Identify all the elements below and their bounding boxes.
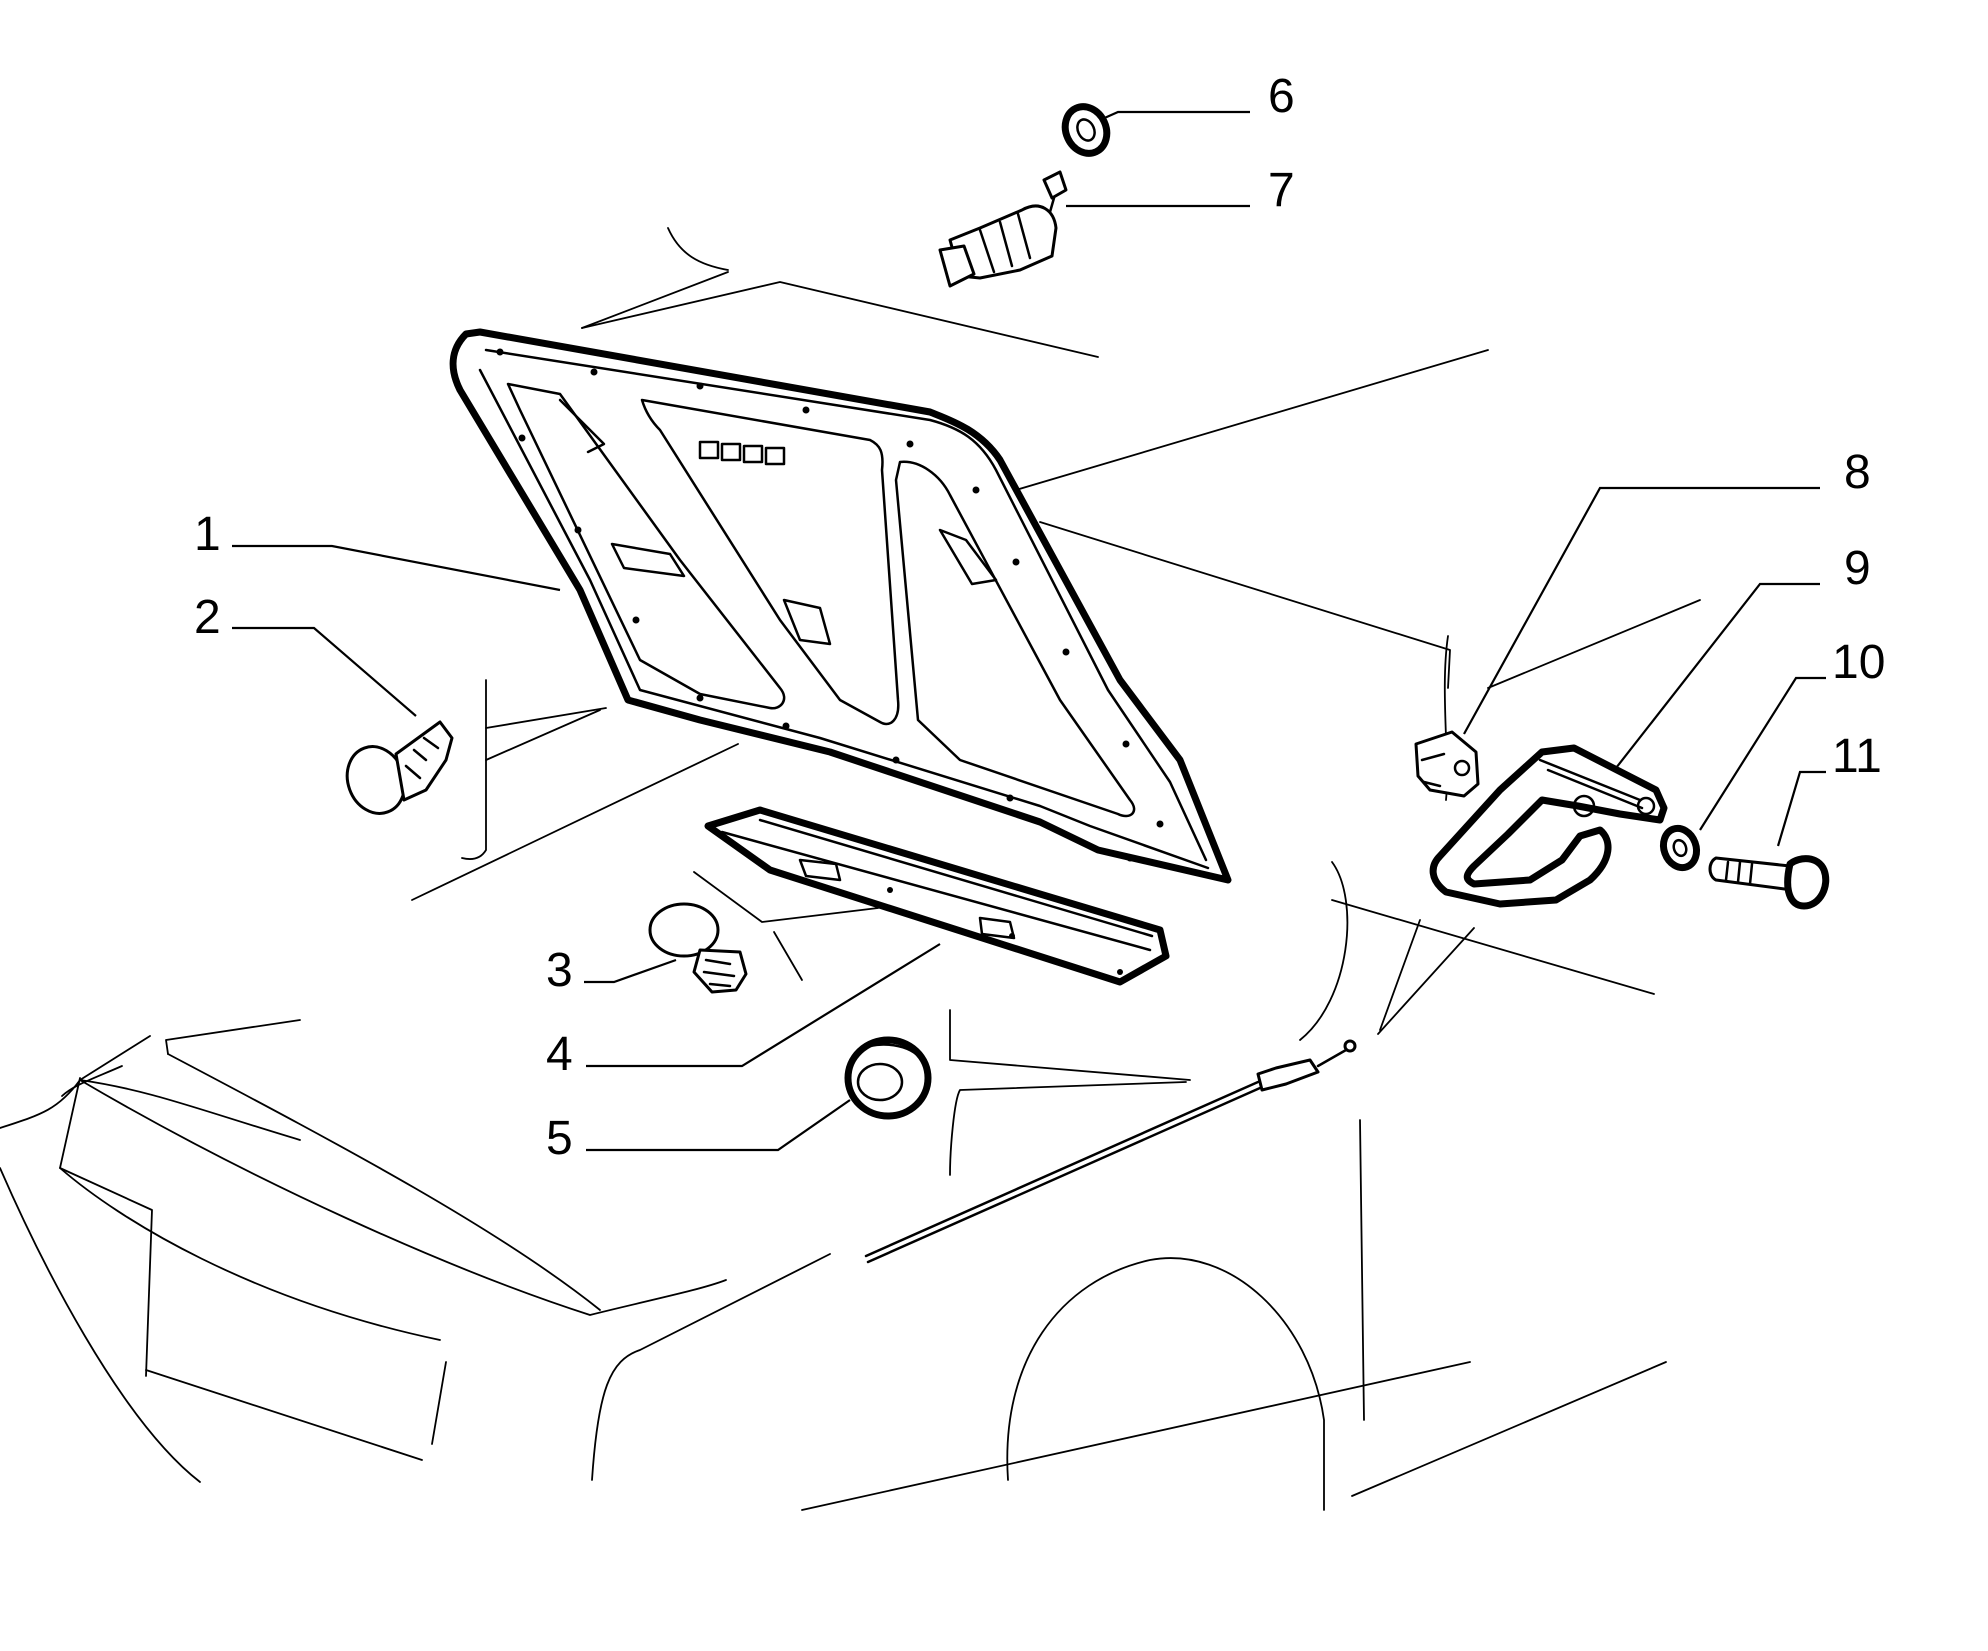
grommet-part-5: [844, 1036, 932, 1120]
callout-4: 4: [546, 1028, 573, 1081]
bracket-part-8: [1414, 730, 1480, 798]
washer-part-6: [1061, 103, 1111, 157]
clip-part-3: [648, 902, 748, 994]
hinge-part-9: [1429, 744, 1668, 908]
callout-1: 1: [194, 508, 221, 561]
callout-11: 11: [1832, 730, 1882, 783]
callout-6: 6: [1268, 70, 1295, 123]
car-body-outline: [0, 227, 1701, 1511]
buffer-part-7: [938, 170, 1068, 288]
callout-9: 9: [1844, 542, 1871, 595]
leader-lines: [232, 110, 1826, 1152]
callout-8: 8: [1844, 446, 1871, 499]
clip-part-2: [345, 720, 454, 815]
callout-7: 7: [1268, 164, 1295, 217]
crossmember-strip: [704, 806, 1170, 986]
washer-part-10: [1659, 824, 1701, 872]
release-cable: [864, 1039, 1357, 1264]
callout-3: 3: [546, 944, 573, 997]
callout-labels: 1 2 3 4 5 6 7 8 9 10 11: [194, 70, 1885, 1165]
callout-5: 5: [546, 1112, 573, 1165]
hood-panel: [449, 328, 1232, 884]
callout-2: 2: [194, 591, 221, 644]
bolt-part-11: [1708, 855, 1830, 910]
callout-10: 10: [1832, 636, 1885, 689]
